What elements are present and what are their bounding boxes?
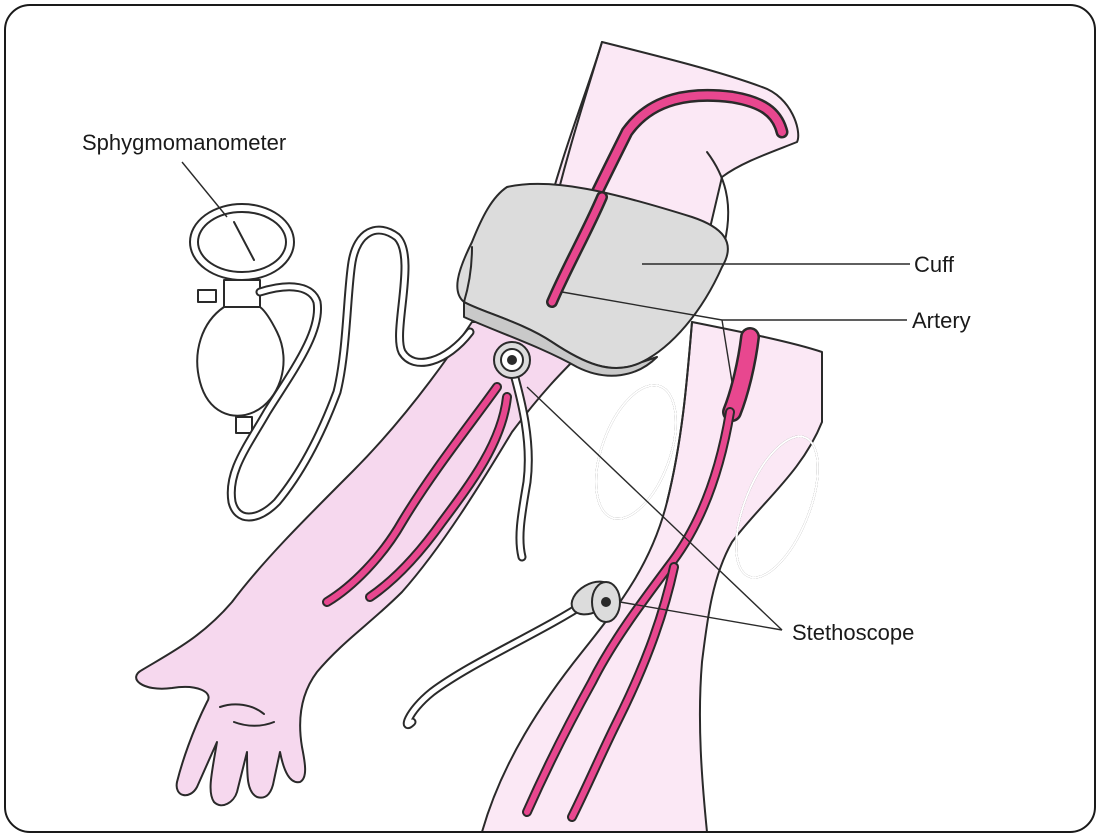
diagram-frame: Sphygmomanometer Cuff Artery Stethoscope xyxy=(4,4,1096,833)
label-cuff: Cuff xyxy=(914,252,955,277)
label-stethoscope: Stethoscope xyxy=(792,620,914,645)
label-artery: Artery xyxy=(912,308,971,333)
label-sphygmomanometer: Sphygmomanometer xyxy=(82,130,286,155)
blood-pressure-diagram: Sphygmomanometer Cuff Artery Stethoscope xyxy=(6,6,1096,833)
